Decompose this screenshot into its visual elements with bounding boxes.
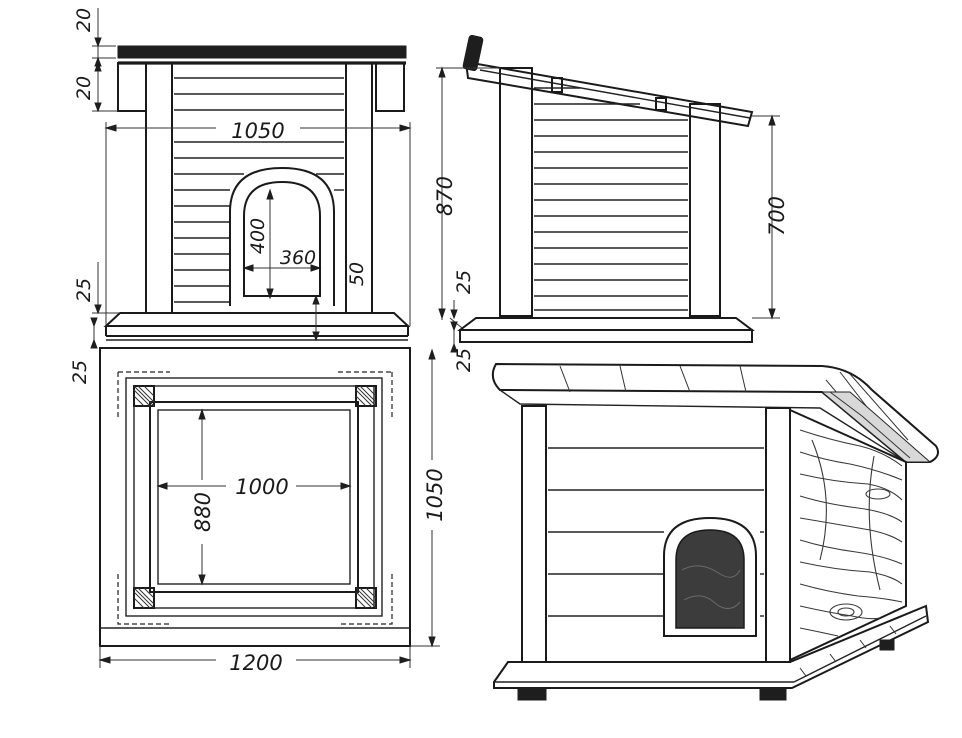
perspective-door-frame xyxy=(663,516,757,637)
dim-door-sill: 50 xyxy=(346,262,368,286)
perspective-left-post xyxy=(521,405,547,663)
dim-side-floor-offset: 25 xyxy=(453,270,475,294)
front-door-outer xyxy=(229,166,335,306)
front-left-post xyxy=(145,62,173,314)
dim-plan-inner-width: 1000 xyxy=(235,475,288,499)
perspective-foot-left xyxy=(517,687,547,701)
dim-side-base-thickness: 25 xyxy=(453,348,475,372)
dim-front-width: 1050 xyxy=(231,119,284,143)
plan-view: 1000 880 1050 1200 xyxy=(98,347,447,675)
dim-roof-overhang: 20 xyxy=(73,76,95,100)
dim-plan-inner-depth: 880 xyxy=(191,492,215,532)
side-front-post xyxy=(499,67,533,317)
front-roof-right-block xyxy=(375,62,405,112)
plan-outer xyxy=(99,347,411,647)
perspective-door-opening xyxy=(675,529,745,629)
dim-front-floor-offset: 25 xyxy=(73,278,95,302)
dim-plan-width: 1200 xyxy=(229,651,282,675)
perspective-front-boards xyxy=(548,447,764,617)
front-door-inner xyxy=(243,180,321,297)
perspective-wood-grain xyxy=(799,429,903,637)
side-elevation: 870 700 25 25 xyxy=(433,34,789,372)
side-roof-front-edge xyxy=(462,34,484,72)
perspective-roof xyxy=(491,362,939,463)
dim-door-width: 360 xyxy=(280,247,316,269)
dim-side-rear-height: 700 xyxy=(765,196,789,236)
dim-base-thickness: 25 xyxy=(69,360,91,384)
plan-inner-frame xyxy=(149,401,359,593)
front-roof-slab xyxy=(117,45,407,59)
front-floor-board xyxy=(103,312,411,327)
perspective-foot-right xyxy=(759,687,787,701)
perspective-right-post xyxy=(765,407,791,663)
side-boards xyxy=(534,87,688,311)
side-roof xyxy=(464,60,754,128)
front-boards xyxy=(174,77,344,303)
perspective-foot-back xyxy=(879,639,895,651)
front-roof-left-block xyxy=(117,62,147,112)
side-floor-board xyxy=(457,317,755,331)
front-elevation: 1050 400 360 50 20 20 25 25 xyxy=(69,8,412,384)
dim-plan-depth: 1050 xyxy=(423,468,447,521)
side-rear-post xyxy=(689,103,721,317)
dim-roof-thickness: 20 xyxy=(73,8,95,32)
dim-door-height: 400 xyxy=(247,218,269,254)
dim-side-front-height: 870 xyxy=(433,176,457,216)
perspective-view xyxy=(491,362,939,701)
